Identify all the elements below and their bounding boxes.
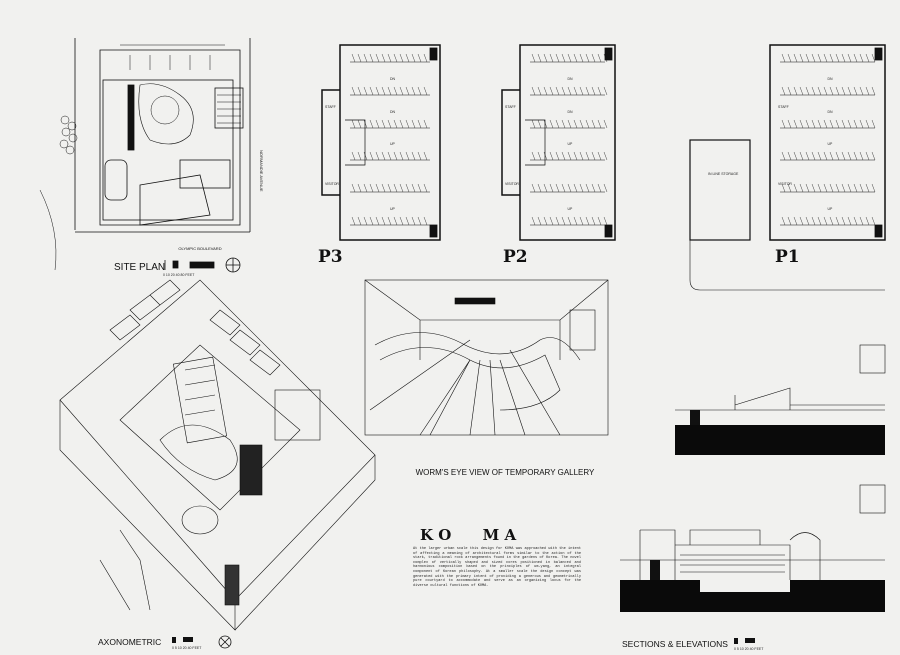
up-label: UP [568, 207, 574, 211]
p1-site-boundary [689, 240, 885, 291]
site-plan-drawing [39, 38, 251, 273]
sections-title: SECTIONS & ELEVATIONS [622, 639, 728, 649]
p1-title: P1 [775, 247, 800, 267]
site-plan-scale: 0 10 20 40 80 FEET [163, 273, 195, 277]
sections-drawing [620, 344, 886, 612]
koma-title: K O M A [420, 526, 516, 544]
axonometric-scale: 0 5 10 20 40 FEET [172, 646, 202, 650]
plan-outline [519, 44, 616, 241]
axonometric-drawing [59, 279, 376, 631]
staff-label: STAFF [505, 105, 516, 109]
plan-outline [769, 44, 886, 241]
visitor-label: VISITOR [325, 182, 339, 186]
parking-plan-p1: STAFF VISITOR DN UP UP DN [769, 44, 886, 241]
dn-label: DN [828, 110, 834, 114]
plan-outline [339, 44, 441, 241]
up-label: UP [390, 142, 396, 146]
visitor-label: VISITOR [505, 182, 519, 186]
worms-eye-view-drawing [364, 279, 609, 436]
dn-label: DN [828, 77, 834, 81]
street-label-east: NORMANDIE AVENUE [259, 150, 264, 192]
plan-wing [321, 89, 340, 196]
visitor-label: VISITOR [778, 182, 792, 186]
dn-label: DN [568, 110, 574, 114]
dn-label: DN [390, 77, 396, 81]
p1-storage-label: IN LINE STORAGE [708, 172, 739, 176]
parking-plan-p2: STAFF VISITOR DN UP UP DN [501, 44, 616, 241]
staff-label: STAFF [778, 105, 789, 109]
up-label: UP [828, 142, 834, 146]
up-label: UP [828, 207, 834, 211]
plan-wing [501, 89, 520, 196]
dn-label: DN [390, 110, 396, 114]
up-label: UP [568, 142, 574, 146]
dn-label: DN [568, 77, 574, 81]
parking-plan-p3: STAFF VISITOR DN UP UP DN [321, 44, 441, 241]
axonometric-title: AXONOMETRIC [98, 637, 161, 647]
gallery-title: WORM'S EYE VIEW OF TEMPORARY GALLERY [416, 468, 595, 477]
koma-description: At the larger urban scale this design fo… [413, 547, 581, 588]
staff-label: STAFF [325, 105, 336, 109]
p2-title: P2 [503, 247, 528, 267]
p3-title: P3 [318, 247, 343, 267]
street-label-south: OLYMPIC BOULEVARD [178, 246, 221, 251]
site-plan-title: SITE PLAN [114, 262, 165, 273]
up-label: UP [390, 207, 396, 211]
sections-scale: 0 5 10 20 40 FEET [734, 647, 764, 651]
